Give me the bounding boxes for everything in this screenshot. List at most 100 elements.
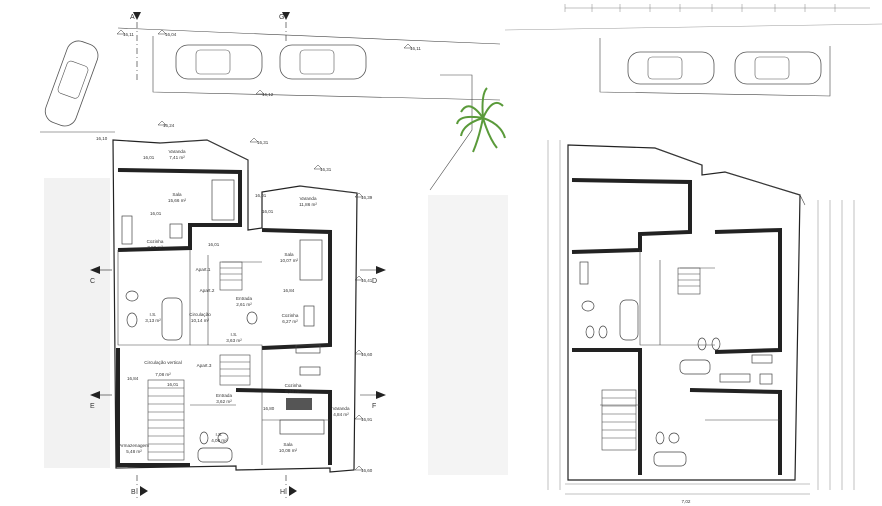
section-marker-label: B: [131, 489, 136, 496]
dining-table-icon: [303, 305, 315, 327]
level-marker: 16,39: [361, 195, 373, 200]
right-floor-plan: 7,02: [547, 4, 870, 504]
room-area: 3,62 m²: [216, 399, 232, 404]
kitchen-counter-icon: [719, 373, 751, 383]
room-name: Entrada: [236, 296, 253, 301]
level-marker: 16,60: [361, 352, 373, 357]
level-marker: 16,24: [163, 123, 175, 128]
toilet-icon: [711, 337, 721, 351]
room-area: 7,80 m²: [147, 245, 163, 250]
level-marker: 16,01: [167, 382, 179, 387]
level-marker: 16,01: [255, 193, 267, 198]
apartment-3-kitchen-walls: [235, 388, 332, 465]
room-area: 10,14 m²: [191, 318, 210, 323]
level-marker: 16,84: [127, 376, 139, 381]
section-arrow-icon: [90, 391, 100, 399]
section-marker-label: F: [372, 403, 376, 410]
car-icon: [44, 40, 99, 127]
section-marker-label: E: [90, 403, 95, 410]
apartment-label: Apart.1: [196, 267, 211, 272]
level-marker: 16,10: [96, 136, 108, 141]
stair-icon: [147, 379, 185, 461]
balcony-railing: [159, 139, 249, 170]
level-marker: 16,01: [143, 155, 155, 160]
stair-icon: [677, 267, 701, 295]
room-area: 7,41 m²: [169, 155, 185, 160]
level-marker: 16,01: [150, 211, 162, 216]
section-marker-label: C: [90, 278, 95, 285]
room-area: 6,30 m²: [285, 389, 301, 394]
section-arrow-icon: [140, 486, 148, 496]
room-area: 4,00 m²: [211, 438, 227, 443]
sofa-icon: [299, 239, 323, 281]
room-name: Entrada: [216, 393, 233, 398]
level-marker: 16,11: [123, 32, 134, 37]
room-name: I.S.: [150, 312, 157, 317]
balcony-railing: [654, 147, 703, 166]
kitchen-counter-icon: [579, 261, 589, 285]
section-marker-label: A: [130, 14, 135, 21]
level-marker: 16,41: [361, 278, 373, 283]
adjacent-lot-left: [44, 178, 110, 468]
stair-icon: [601, 389, 637, 451]
street-line-top: [117, 27, 501, 45]
section-arrow-icon: [133, 12, 141, 20]
level-marker: 16,11: [410, 46, 421, 51]
parking-outline: [152, 36, 501, 101]
sink-icon: [217, 432, 229, 444]
sofa-icon: [279, 419, 325, 435]
section-arrow-icon: [90, 266, 100, 274]
sink-icon: [125, 290, 139, 302]
circulation-walls: [117, 250, 191, 346]
interior-wall: [190, 344, 263, 465]
car-icon: [627, 51, 715, 85]
level-marker: 16,01: [262, 209, 274, 214]
room-area: 5,48 m²: [126, 449, 142, 454]
balcony-railing: [724, 171, 806, 206]
toilet-icon: [697, 337, 707, 351]
bathtub-icon: [653, 451, 687, 467]
parking-outline: [599, 38, 831, 97]
bathtub-icon: [161, 297, 183, 341]
level-marker: 16,04: [165, 32, 177, 37]
dimension-ticks: [564, 4, 836, 12]
apartment-1-walls: [117, 168, 242, 252]
room-name: Cozinha: [282, 313, 299, 318]
section-arrow-icon: [376, 391, 386, 399]
room-name: Varanda: [168, 149, 185, 154]
adjacent-lot-right: [428, 195, 508, 475]
room-area: 15,66 m²: [168, 198, 187, 203]
section-arrow-icon: [376, 266, 386, 274]
room-name: Sala: [284, 252, 294, 257]
sofa-icon: [211, 179, 235, 221]
room-name: I.S.: [231, 332, 238, 337]
balcony-railing: [299, 185, 358, 194]
level-marker: 16,91: [361, 417, 373, 422]
kitchen-counter-icon: [299, 366, 321, 376]
room-area: 4,84 m²: [333, 412, 349, 417]
room-area: 3,63 m²: [226, 338, 242, 343]
level-marker: 16,84: [283, 288, 295, 293]
section-marker-label: H: [280, 489, 285, 496]
stair-icon: [219, 261, 243, 291]
toilet-icon: [246, 311, 258, 325]
apartment-3-walls: [572, 348, 642, 475]
level-marker: 16,12: [262, 92, 274, 97]
level-marker: 16,31: [320, 167, 332, 172]
dining-table-icon: [169, 223, 183, 239]
room-name: Cozinha: [285, 383, 302, 388]
kitchen-counter-icon: [751, 354, 773, 364]
room-area: 10,07 m²: [280, 258, 299, 263]
room-area: 3,13 m²: [145, 318, 161, 323]
level-marker: 16,60: [361, 468, 373, 473]
dining-table-icon: [286, 398, 312, 410]
section-marker-label: D: [372, 278, 377, 285]
level-marker: 16,31: [257, 140, 269, 145]
section-marker-label: G: [279, 14, 284, 21]
apartment-2-walls: [714, 227, 782, 354]
kitchen-counter-icon: [759, 373, 773, 385]
apartment-3-kitchen-walls: [689, 388, 782, 475]
palm-tree-icon: [429, 74, 506, 191]
section-arrow-icon: [289, 486, 297, 496]
